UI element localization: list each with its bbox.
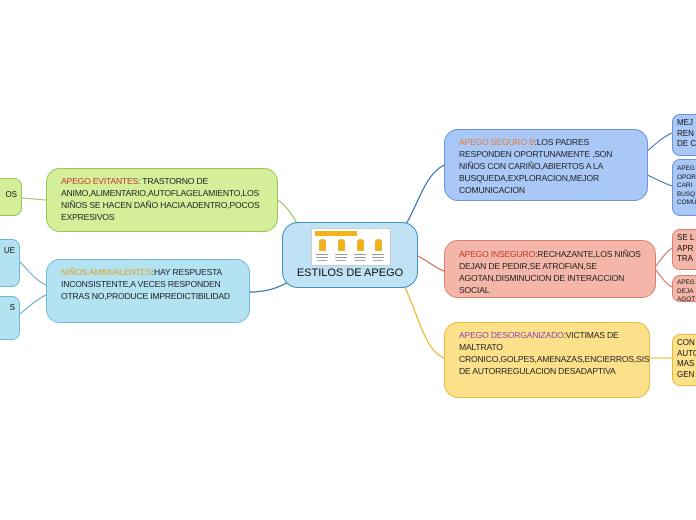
leaf-l3[interactable]: S [0, 296, 20, 340]
leaf-l2[interactable]: UE [0, 239, 20, 287]
node-apego-seguro[interactable]: APEGO SEGURO B:LOS PADRES RESPONDEN OPOR… [444, 129, 648, 201]
leaf-r4[interactable]: APEG DEJA AGOT [672, 275, 696, 302]
node-apego-seguro-text: :LOS PADRES RESPONDEN OPORTUNAMENTE ,SON… [459, 137, 613, 195]
node-apego-evitantes-text: : TRASTORNO DE ANIMO,ALIMENTARIO,AUTOFLA… [61, 176, 260, 222]
node-apego-desorganizado-text: :VICTIMAS DE MALTRATO CRONICO,GOLPES,AME… [459, 330, 650, 376]
link-l1 [21, 197, 47, 201]
link-evitantes [276, 199, 299, 226]
node-apego-inseguro-heading: APEGO INSEGURO [459, 249, 535, 259]
node-apego-desorganizado-heading: APEGO DESORGANIZADO [459, 330, 564, 340]
node-apego-inseguro-text: :RECHAZANTE,LOS NIÑOS DEJAN DE PEDIR,SE … [459, 249, 641, 295]
link-r3 [655, 247, 673, 267]
node-apego-desorganizado[interactable]: APEGO DESORGANIZADO:VICTIMAS DE MALTRATO… [444, 322, 650, 398]
node-apego-evitantes[interactable]: APEGO EVITANTES: TRASTORNO DE ANIMO,ALIM… [46, 168, 278, 232]
leaf-l1[interactable]: OS [0, 178, 22, 216]
topic-image [311, 228, 391, 266]
leaf-r3[interactable]: SE L APR TRA [672, 229, 696, 270]
leaf-r1[interactable]: MEJ REN DE C [672, 114, 696, 156]
node-apego-seguro-heading: APEGO SEGURO B [459, 137, 535, 147]
leaf-r5[interactable]: CON AUTO MAS GEN [672, 334, 696, 386]
link-inseguro [415, 254, 445, 272]
central-topic[interactable]: ESTILOS DE APEGO [282, 222, 418, 288]
link-ambivalentes [249, 281, 289, 293]
link-r4 [655, 269, 673, 288]
leaf-r2[interactable]: APEG OPOR CARI BUSQ COMU [672, 159, 696, 216]
link-l3 [19, 294, 47, 315]
central-topic-title: ESTILOS DE APEGO [296, 267, 404, 279]
node-ninos-ambivalentes-text: :HAY RESPUESTA INCONSISTENTE,A VECES RES… [61, 267, 230, 301]
link-l2 [19, 261, 47, 286]
node-apego-inseguro[interactable]: APEGO INSEGURO:RECHAZANTE,LOS NIÑOS DEJA… [444, 240, 656, 298]
node-ninos-ambivalentes-heading: NIÑOS AMBIVALENTES [61, 267, 152, 277]
link-desorganizado [403, 284, 445, 359]
link-seguro [403, 164, 445, 229]
node-apego-evitantes-heading: APEGO EVITANTES [61, 176, 139, 186]
node-ninos-ambivalentes[interactable]: NIÑOS AMBIVALENTES:HAY RESPUESTA INCONSI… [46, 259, 250, 323]
